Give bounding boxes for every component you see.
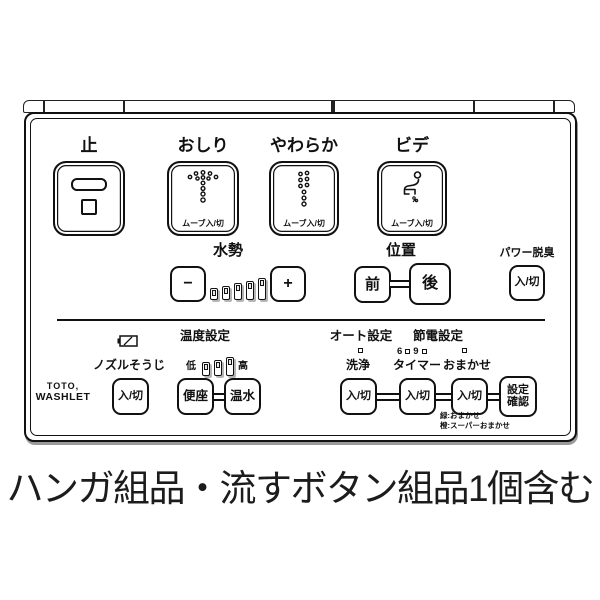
- toto-washlet-logo: TOTO, WASHLET: [18, 381, 108, 403]
- position-front-button[interactable]: 前: [354, 266, 391, 303]
- hour-9-label: 9: [413, 346, 419, 357]
- soft-wash-button[interactable]: ムーブ入/切: [269, 161, 339, 236]
- deodorizer-label: パワー脱臭: [499, 247, 555, 259]
- section-divider: [57, 319, 545, 321]
- temperature-high-label: 高: [238, 361, 248, 372]
- soft-spray-icon: [298, 170, 310, 207]
- temperature-setting-label: 温度設定: [179, 329, 230, 343]
- confirm-line2: 確認: [507, 395, 529, 408]
- level-bar: [234, 283, 242, 300]
- battery-icon: [117, 335, 138, 347]
- bidet-person-icon: [403, 171, 422, 203]
- hour-6-indicator-square: [405, 349, 411, 354]
- water-temp-button[interactable]: 温水: [224, 378, 261, 415]
- level-bar: [214, 360, 222, 376]
- soft-move-label: ムーブ入/切: [283, 219, 325, 228]
- soft-wash-label: やわらか: [270, 136, 338, 155]
- strip-tick: [43, 101, 45, 112]
- rear-wash-button[interactable]: ムーブ入/切: [167, 161, 239, 236]
- bidet-button[interactable]: ムーブ入/切: [377, 161, 447, 236]
- strip-tick: [331, 101, 335, 112]
- settings-rail-2: [436, 393, 451, 401]
- temperature-level-indicator: [202, 356, 234, 376]
- level-bar: [226, 357, 234, 376]
- deodorizer-onoff-button[interactable]: 入/切: [509, 265, 545, 301]
- rear-spray-icon: [187, 170, 219, 203]
- position-label: 位置: [385, 242, 416, 259]
- auto-wash-onoff-button[interactable]: 入/切: [340, 378, 377, 415]
- confirm-line1: 設定: [507, 383, 529, 396]
- omakase-label: おまかせ: [442, 358, 491, 372]
- temp-rail: [214, 393, 224, 401]
- bidet-label: ビデ: [395, 136, 429, 155]
- stop-square-icon: [81, 199, 97, 215]
- water-pressure-level-indicator: [210, 277, 266, 300]
- level-bar: [210, 288, 218, 300]
- level-bar: [246, 281, 254, 300]
- water-pressure-label: 水勢: [212, 242, 243, 259]
- brand-toto: TOTO,: [46, 381, 80, 391]
- level-bar: [202, 362, 210, 376]
- stop-pill-icon: [71, 178, 107, 191]
- omakase-onoff-button[interactable]: 入/切: [451, 378, 488, 415]
- settings-rail-1: [377, 393, 399, 401]
- position-back-button[interactable]: 後: [409, 263, 451, 305]
- bidet-move-label: ムーブ入/切: [391, 219, 433, 228]
- setting-confirm-button[interactable]: 設定 確認: [499, 376, 537, 417]
- eco-setting-label: 節電設定: [412, 329, 463, 343]
- strip-tick: [473, 101, 475, 112]
- remote-body-inner-border: [30, 118, 571, 436]
- omakase-green-note: 緑:おまかせ: [440, 411, 480, 420]
- product-caption: ハンガ組品・流すボタン組品1個含む: [6, 468, 595, 509]
- level-bar: [222, 286, 230, 300]
- nozzle-clean-onoff-button[interactable]: 入/切: [112, 378, 149, 415]
- strip-tick: [123, 101, 125, 112]
- rear-wash-label: おしり: [177, 136, 229, 155]
- strip-tick: [553, 101, 555, 112]
- nozzle-clean-label: ノズルそうじ: [92, 358, 165, 372]
- timer-onoff-button[interactable]: 入/切: [399, 378, 436, 415]
- position-rail: [390, 280, 410, 288]
- water-pressure-plus-button[interactable]: +: [270, 266, 306, 302]
- omakase-orange-note: 橙:スーパーおまかせ: [440, 421, 510, 430]
- level-bar: [258, 278, 266, 300]
- stop-label: 止: [80, 136, 98, 155]
- seat-temp-button[interactable]: 便座: [177, 378, 214, 415]
- timer-label: タイマー: [392, 358, 441, 372]
- wash-label: 洗浄: [345, 358, 370, 372]
- settings-rail-3: [488, 393, 499, 401]
- stop-button[interactable]: [53, 161, 125, 236]
- water-pressure-minus-button[interactable]: −: [170, 266, 206, 302]
- auto-setting-label: オート設定: [329, 329, 393, 343]
- rear-move-label: ムーブ入/切: [182, 219, 224, 228]
- auto-indicator-square: [358, 348, 363, 353]
- hour-6-label: 6: [397, 346, 403, 357]
- brand-washlet: WASHLET: [35, 391, 91, 404]
- eco-timer-hours: 6 9: [397, 346, 427, 357]
- temperature-low-label: 低: [186, 361, 196, 372]
- hour-9-indicator-square: [421, 349, 427, 354]
- omakase-indicator-square: [462, 348, 467, 353]
